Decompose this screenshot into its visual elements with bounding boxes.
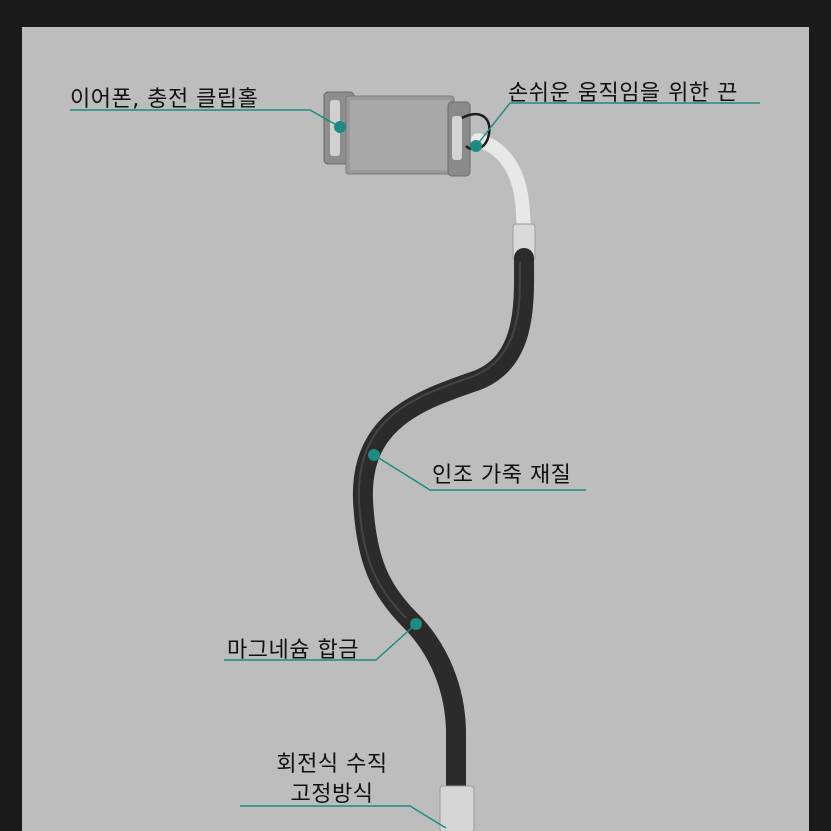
callout-mount-line2: 고정방식	[290, 782, 374, 807]
callout-mount: 회전식 수직 고정방식	[257, 750, 407, 810]
leader-clip-holes	[70, 109, 341, 128]
callout-strap: 손쉬운 움직임을 위한 끈	[508, 81, 738, 106]
leader-mount	[240, 805, 447, 829]
product-panel: 이어폰, 충전 클립홀 손쉬운 움직임을 위한 끈 인조 가죽 재질 마그네슘 …	[22, 27, 809, 831]
dot-clip-holes	[334, 121, 346, 133]
white-arm	[471, 133, 531, 239]
callout-mount-line1: 회전식 수직	[276, 752, 388, 777]
dot-strap	[470, 140, 482, 152]
clamp-sleeve	[439, 785, 475, 831]
callout-clip-holes: 이어폰, 충전 클립홀	[70, 87, 259, 112]
phone-holder	[323, 91, 471, 177]
leader-strap	[475, 102, 760, 147]
gooseneck-tube	[352, 248, 535, 800]
leader-leather	[373, 454, 586, 491]
dot-leather	[368, 449, 380, 461]
callout-leather: 인조 가죽 재질	[432, 463, 572, 488]
gooseneck-highlight	[357, 261, 522, 619]
dot-magnesium	[410, 618, 422, 630]
leader-magnesium	[224, 623, 417, 661]
callout-magnesium: 마그네슘 합금	[227, 638, 359, 663]
product-illustration	[70, 91, 760, 831]
